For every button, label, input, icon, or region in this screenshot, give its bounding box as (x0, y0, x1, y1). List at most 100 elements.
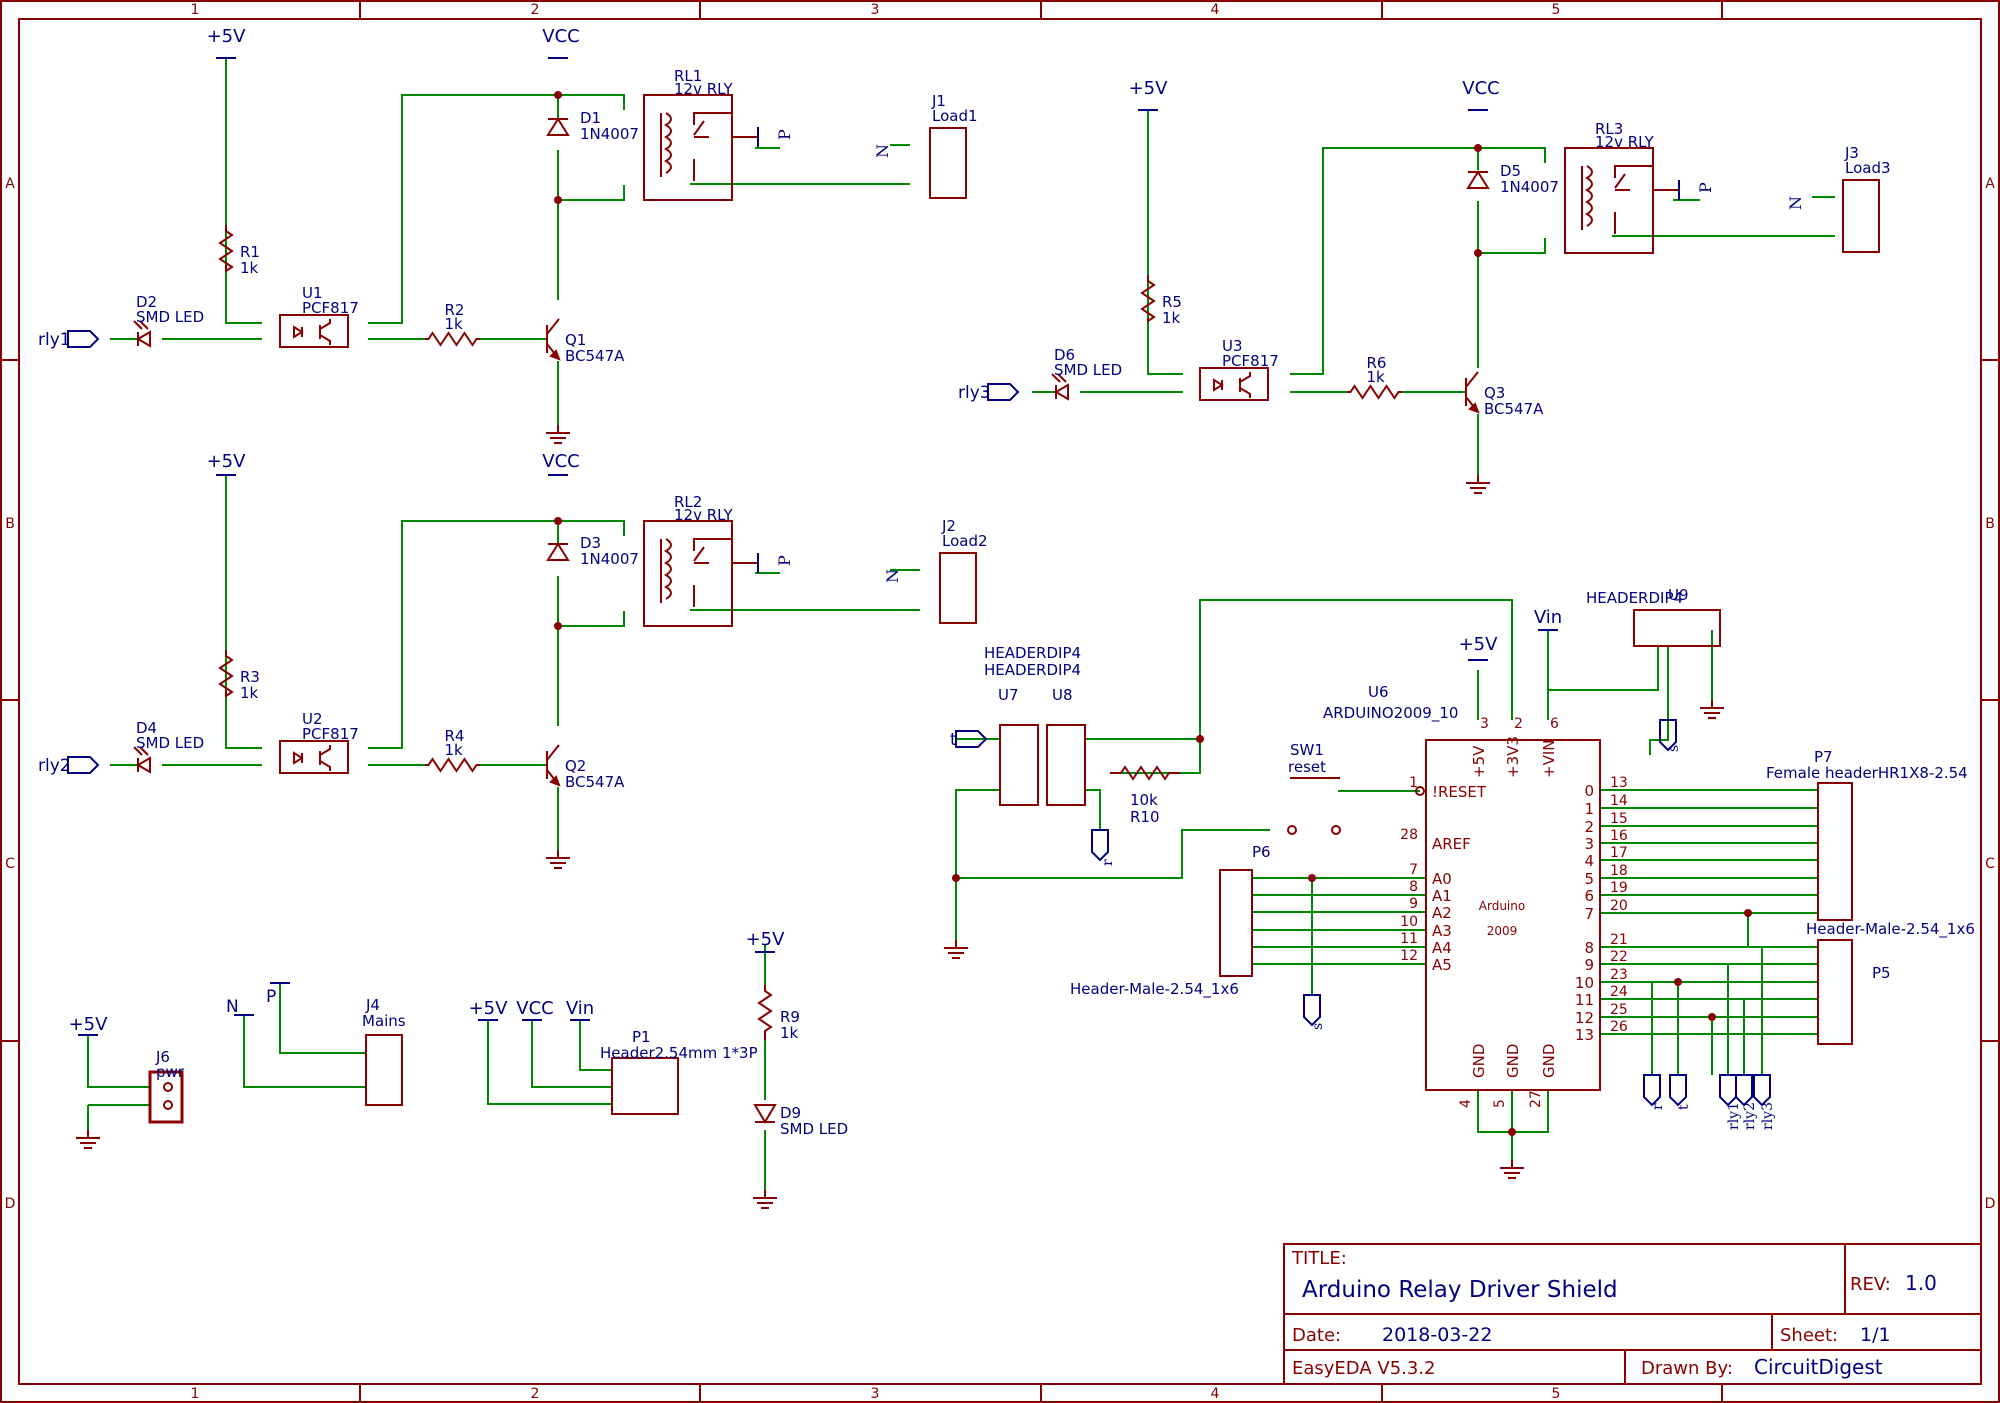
transistor-value: BC547A (565, 773, 625, 791)
connector-icon (365, 1034, 403, 1106)
diode-ref: D5 (1500, 162, 1521, 180)
rev-value: 1.0 (1905, 1271, 1937, 1295)
ic-pin-number: 16 (1610, 828, 1628, 844)
optocoupler-value: PCF817 (302, 299, 359, 317)
resistor-value: 1k (445, 315, 464, 333)
frame-col-label: 5 (1552, 1386, 1561, 1402)
led-ref: D6 (1054, 346, 1075, 364)
connector-value: Header2.54mm 1*3P (600, 1044, 758, 1062)
resistor-value: 1k (445, 741, 464, 759)
relay-ref: RL1 (674, 67, 702, 85)
power-labels: +5V VCC +5V VCC +5V VCC +5V +5V VCC Vin … (69, 26, 1563, 1035)
sheet-title: Arduino Relay Driver Shield (1302, 1277, 1618, 1303)
optocoupler-ref: U2 (302, 710, 323, 728)
switch-icon (1331, 825, 1341, 835)
port-rly3: rly3 (1760, 1102, 1776, 1130)
connector-ref: P7 (1814, 748, 1833, 766)
frame-row-label: C (5, 856, 15, 872)
port-t: t (950, 730, 957, 750)
connector-icon (939, 552, 977, 624)
ic-pin-name: A0 (1432, 870, 1452, 888)
transistor-icon (546, 744, 560, 761)
optocoupler-icon (1199, 367, 1269, 401)
net-port-icon (1719, 1074, 1737, 1107)
power-vcc-label: VCC (542, 26, 579, 47)
ic-pin-name: A3 (1432, 922, 1452, 940)
net-port-icon (67, 756, 100, 774)
frame-row-label: B (1985, 516, 1995, 532)
port-t: t (1676, 1104, 1692, 1110)
ic-name: Arduino (1479, 899, 1525, 913)
transistor-ref: Q2 (565, 757, 586, 775)
ic-pin-name: +5V (1470, 745, 1488, 778)
ic-pin-number: 21 (1610, 932, 1628, 948)
resistor-value: 1k (1162, 309, 1181, 327)
transistor-icon (549, 349, 561, 361)
port-n-label: N (873, 144, 892, 158)
ic-pin-name: 6 (1584, 887, 1594, 905)
connector-value: Mains (362, 1012, 406, 1030)
optocoupler-icon (1213, 378, 1224, 392)
ic-value: ARDUINO2009_10 (1323, 704, 1458, 723)
ic-pin-name: 4 (1584, 852, 1594, 870)
relay-icon (1564, 147, 1654, 254)
optocoupler-ref: U3 (1222, 337, 1243, 355)
resistor-icon (1110, 765, 1180, 781)
resistor-ref: R6 (1367, 354, 1387, 372)
ic-pin-name: !RESET (1432, 783, 1487, 801)
frame-col-label: 4 (1211, 1386, 1220, 1402)
connector-ref: J2 (941, 517, 956, 535)
port-rly2: rly2 (1742, 1102, 1758, 1130)
frame-col-label: 5 (1552, 2, 1561, 18)
optocoupler-icon (279, 740, 349, 774)
frame-col-label: 2 (531, 1386, 540, 1402)
optocoupler-ref: U1 (302, 284, 323, 302)
header-ref: U8 (1052, 686, 1073, 704)
ic-pin-number: 1 (1409, 775, 1418, 791)
port-s: s (1310, 1023, 1326, 1030)
ic-pin-name: GND (1504, 1044, 1522, 1078)
ic-pin-number: 13 (1610, 775, 1628, 791)
junctions (554, 91, 1752, 1136)
port-p-label: P (1696, 182, 1715, 193)
ic-pin-number: 5 (1492, 1099, 1508, 1108)
ic-pin-name: 12 (1575, 1009, 1594, 1027)
relay-ref: RL2 (674, 493, 702, 511)
header-value: HEADERDIP4 (1586, 589, 1683, 607)
transistor-icon (546, 318, 560, 335)
ic-pin-number: 19 (1610, 880, 1628, 896)
resistor-icon (1347, 384, 1402, 400)
relay-contact-icon (1614, 173, 1626, 189)
frame-labels: 1 2 3 4 5 1 2 3 4 5 A B C D A B C D (5, 2, 1996, 1402)
resistor-ref: R5 (1162, 293, 1182, 311)
net-port-icon (955, 730, 988, 748)
port-p-label: P (775, 129, 794, 140)
connector-ref: J1 (931, 92, 946, 110)
diode-ref: D3 (580, 534, 601, 552)
ic-pin-number: 27 (1528, 1090, 1544, 1108)
resistor-icon (425, 331, 480, 347)
ic-pin-number: 28 (1400, 827, 1418, 843)
frame-row-label: D (5, 1196, 16, 1212)
led-value: SMD LED (1054, 361, 1122, 379)
led-value: SMD LED (780, 1120, 848, 1138)
pin-icon (163, 1082, 173, 1092)
sheet-value: 1/1 (1860, 1324, 1891, 1346)
optocoupler-icon (319, 319, 331, 330)
relay-coil-icon (1585, 165, 1593, 227)
ic-pin-name: 3 (1584, 835, 1594, 853)
power-vcc-label: VCC (542, 451, 579, 472)
ic-pin-name: 0 (1584, 782, 1594, 800)
port-rly1: rly1 (1726, 1102, 1742, 1130)
ic-pin-number: 2 (1514, 716, 1523, 732)
ic-pin-number: 20 (1610, 898, 1628, 914)
optocoupler-icon (1239, 372, 1251, 383)
connector-value: Header-Male-2.54_1x6 (1806, 920, 1975, 939)
net-port-icon (1669, 1074, 1687, 1107)
power-5v-label: +5V (746, 929, 786, 950)
diode-value: 1N4007 (580, 125, 639, 143)
sheet-label: Sheet: (1780, 1325, 1838, 1346)
connector-icon (1842, 179, 1880, 253)
led-ref: D9 (780, 1104, 801, 1122)
